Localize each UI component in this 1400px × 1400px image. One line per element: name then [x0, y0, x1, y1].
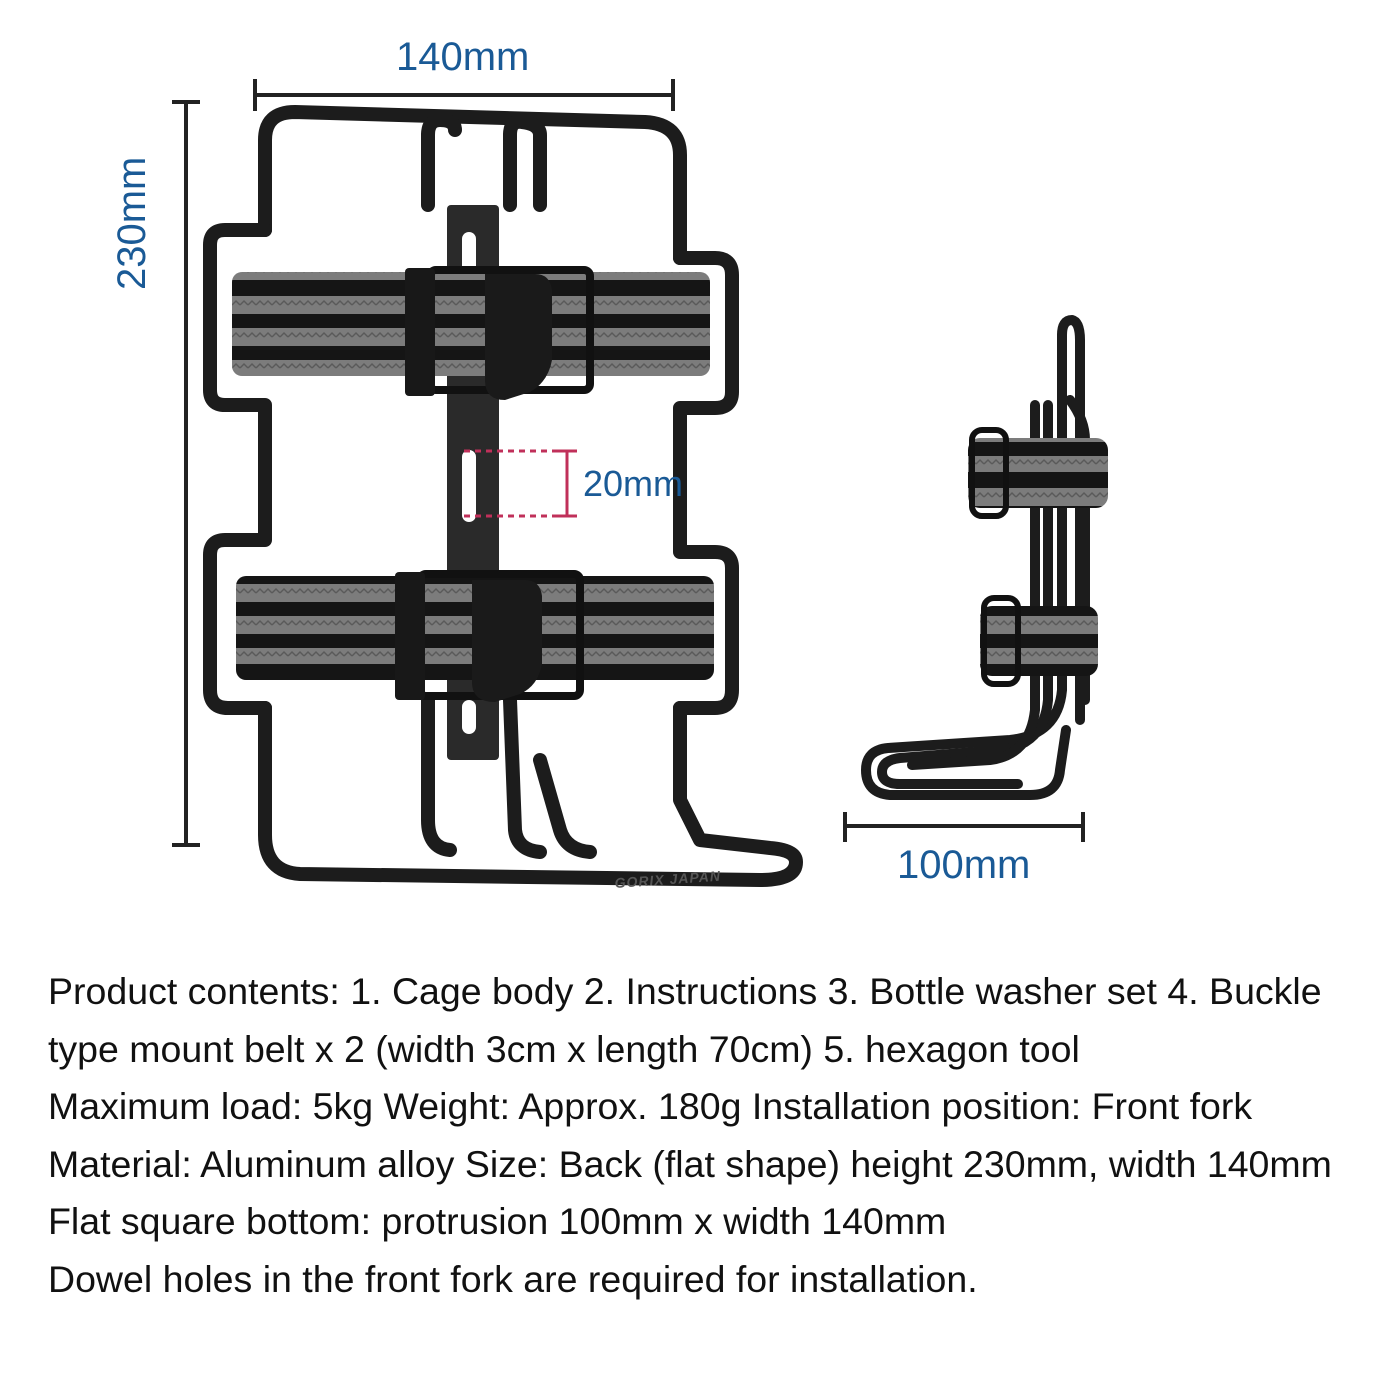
depth-dimension-line — [843, 812, 1085, 842]
slot-spacing-marker — [464, 449, 577, 518]
side-strap-upper — [968, 427, 1108, 519]
frame-inner-bottom — [421, 693, 597, 859]
product-diagram: GORIX JAPAN — [172, 79, 1108, 891]
spec-installation-note: Dowel holes in the front fork are requir… — [48, 1257, 978, 1300]
spec-product-contents: Product contents: 1. Cage body 2. Instru… — [48, 970, 1322, 1070]
front-view-cage-illustration: GORIX JAPAN — [203, 105, 803, 891]
frame-left-side — [203, 223, 272, 715]
spec-material-size: Material: Aluminum alloy Size: Back (fla… — [48, 1142, 1332, 1185]
spec-bottom-size: Flat square bottom: protrusion 100mm x w… — [48, 1200, 947, 1242]
width-dimension-label: 140mm — [396, 35, 530, 79]
buckle-lower — [472, 580, 542, 702]
side-frame-back — [1057, 315, 1085, 725]
frame-right-side — [673, 251, 739, 715]
side-frame-base-inner-1 — [877, 400, 1053, 789]
buckle-upper — [485, 274, 552, 400]
mounting-slot-top — [462, 232, 476, 274]
protrusion-dimension-label: 100mm — [897, 843, 1031, 887]
frame-inner-top — [421, 128, 517, 212]
side-view-cage-illustration — [861, 315, 1108, 800]
spec-load-weight: Maximum load: 5kg Weight: Approx. 180g I… — [48, 1085, 1253, 1127]
mounting-slot-bottom — [462, 700, 476, 734]
width-dimension-line — [253, 79, 675, 111]
strap-lower — [236, 570, 714, 702]
frame-top — [258, 105, 687, 265]
slot-spacing-label: 20mm — [583, 463, 684, 504]
frame-bottom — [258, 701, 803, 887]
height-dimension-line — [172, 100, 200, 847]
brand-mark: GORIX JAPAN — [614, 868, 721, 891]
frame-top-hooks — [421, 113, 547, 212]
product-specifications: Product contents: 1. Cage body 2. Instru… — [48, 963, 1368, 1308]
strap-upper — [232, 266, 710, 400]
mounting-slot-middle — [462, 450, 476, 522]
side-frame-base-inner-2 — [907, 400, 1040, 770]
side-strap-lower — [980, 595, 1098, 687]
height-dimension-label: 230mm — [110, 156, 154, 290]
